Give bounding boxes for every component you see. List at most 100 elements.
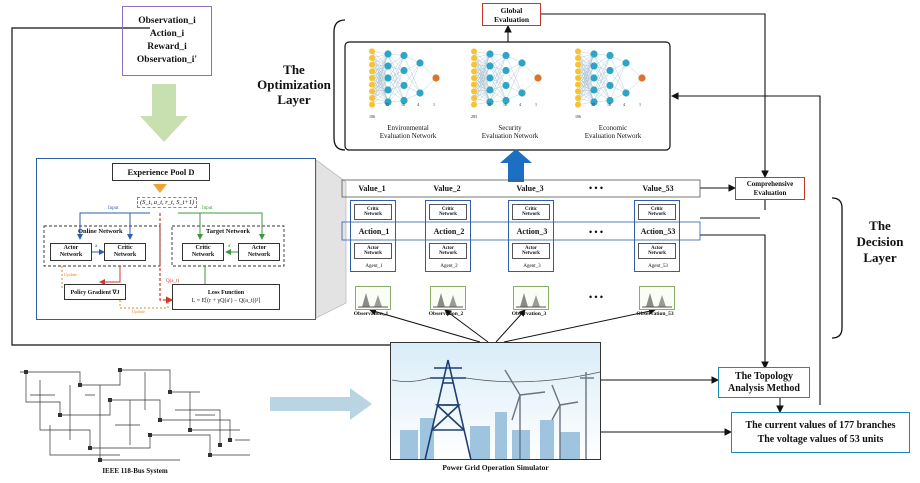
agent-critic-line2: Network [648, 212, 666, 217]
observation-label: Observation_53 [636, 311, 674, 317]
target-critic-line2: Network [191, 252, 215, 258]
nn-neuron [384, 98, 392, 106]
nn-neuron [432, 74, 440, 82]
nn-layer-count: 32 [385, 102, 389, 107]
nn-neuron [590, 50, 598, 58]
online-actor-line1: Actor [63, 245, 79, 251]
nn-neuron [590, 62, 598, 70]
optimization-bracket [333, 19, 346, 151]
nn-neuron [575, 81, 581, 88]
online-actor-line2: Network [59, 252, 83, 258]
nn-neuron [606, 51, 614, 60]
nn-neuron [575, 48, 581, 55]
nn-neuron [471, 75, 477, 81]
experience-pool-label: Experience Pool D [112, 163, 210, 181]
env-net-line2: Evaluation Network [379, 132, 437, 140]
nn-neuron [575, 101, 581, 108]
agent-critic-line1: Critic [442, 206, 454, 212]
nn-neuron [416, 89, 424, 97]
current-values-box: The current values of 177 branches The v… [731, 412, 910, 453]
bus-to-simulator-arrow [270, 388, 372, 420]
observation-source-icon [430, 286, 466, 310]
environmental-network-label: Environmental Evaluation Network [358, 124, 458, 140]
agent-action-label: Action_2 [428, 224, 470, 238]
agent-actor-line2: Network [439, 251, 457, 256]
agent-actor-line2: Network [648, 251, 666, 256]
nn-neuron [369, 88, 375, 95]
observation-source-icon [513, 286, 549, 310]
nn-neuron [369, 48, 375, 55]
nn-neuron [575, 88, 581, 95]
nn-neuron [518, 89, 526, 97]
target-network-label: Target Network [206, 228, 250, 235]
input-left-label: Input [108, 206, 119, 211]
policy-gradient-box: Policy Gradient ∇J [64, 284, 126, 300]
nn-neuron [369, 55, 375, 61]
target-actor-network: Actor Network [238, 243, 280, 261]
power-plant-icon [642, 293, 672, 308]
nn-layer-count: 4 [519, 102, 521, 107]
agent-actor-line1: Actor [442, 245, 454, 251]
observation-line: Observation_i [138, 16, 196, 26]
input-right-label: Input [202, 206, 213, 211]
optimization-layer-title: The Optimization Layer [254, 62, 334, 107]
nn-neuron [638, 74, 646, 82]
value-row-frame [341, 179, 701, 198]
nn-neuron [590, 74, 598, 82]
nn-neuron [471, 68, 477, 75]
agent-critic-line2: Network [439, 212, 457, 217]
nn-neuron [575, 68, 581, 75]
green-down-arrow [140, 84, 188, 142]
topology-line1: The Topology [734, 370, 794, 382]
power-plant-icon [516, 293, 546, 308]
nn-neuron [369, 81, 375, 88]
nn-neuron [534, 74, 542, 82]
global-eval-line2: Evaluation [493, 14, 529, 24]
loss-function-title: Loss Function [207, 290, 245, 296]
action-a-prime-label: a′ [228, 244, 232, 249]
q-value-label: Q(a_t) [166, 279, 180, 284]
bus-system-graphic [20, 369, 250, 461]
current-values-line1: The current values of 177 branches [745, 419, 896, 431]
agent-critic-line1: Critic [525, 206, 537, 212]
target-critic-network: Critic Network [182, 243, 224, 261]
reward-line: Reward_i [147, 42, 187, 52]
agent-actor-network: Actor Network [638, 243, 676, 259]
topology-analysis-box: The Topology Analysis Method [718, 367, 810, 398]
online-critic-line1: Critic [117, 245, 133, 251]
observation-row-ellipsis: • • • [589, 291, 603, 302]
nn-neuron [384, 86, 392, 94]
update-left-label: Update [64, 272, 77, 277]
agent-critic-line2: Network [364, 212, 382, 217]
agent-critic-line2: Network [522, 212, 540, 217]
value-row-ellipsis: • • • [589, 182, 603, 193]
env-net-line1: Environmental [387, 124, 429, 132]
nn-neuron [384, 74, 392, 82]
nn-neuron [471, 95, 477, 101]
nn-neuron [502, 66, 510, 75]
nn-layer-count: 16 [401, 102, 405, 107]
nn-neuron [486, 50, 494, 58]
global-evaluation-box: Global Evaluation [482, 3, 541, 26]
agent-actor-network: Actor Network [429, 243, 467, 259]
agent-critic-network: Critic Network [354, 204, 392, 220]
nn-neuron [486, 62, 494, 70]
nn-neuron [518, 59, 526, 67]
action-row-ellipsis: • • • [589, 226, 603, 237]
experience-pool-connectors [43, 184, 285, 309]
agent-action-label: Action_53 [637, 224, 679, 238]
agent-label: Agent_53 [648, 263, 668, 269]
loss-function-formula: L = E[(r + γQ(a′) − Q(a_t))²] [191, 298, 261, 304]
value-53-label: Value_53 [642, 184, 674, 193]
agent-action-label: Action_3 [511, 224, 553, 238]
nn-neuron [486, 98, 494, 106]
nn-neuron [416, 59, 424, 67]
nn-neuron [369, 75, 375, 81]
nn-neuron [590, 98, 598, 106]
nn-layer-count: 283 [471, 114, 477, 119]
update-bottom-label: Update [132, 309, 145, 314]
zoom-projection [315, 159, 347, 319]
agent-actor-line1: Actor [651, 245, 663, 251]
current-values-line2: The voltage values of 53 units [757, 433, 884, 445]
